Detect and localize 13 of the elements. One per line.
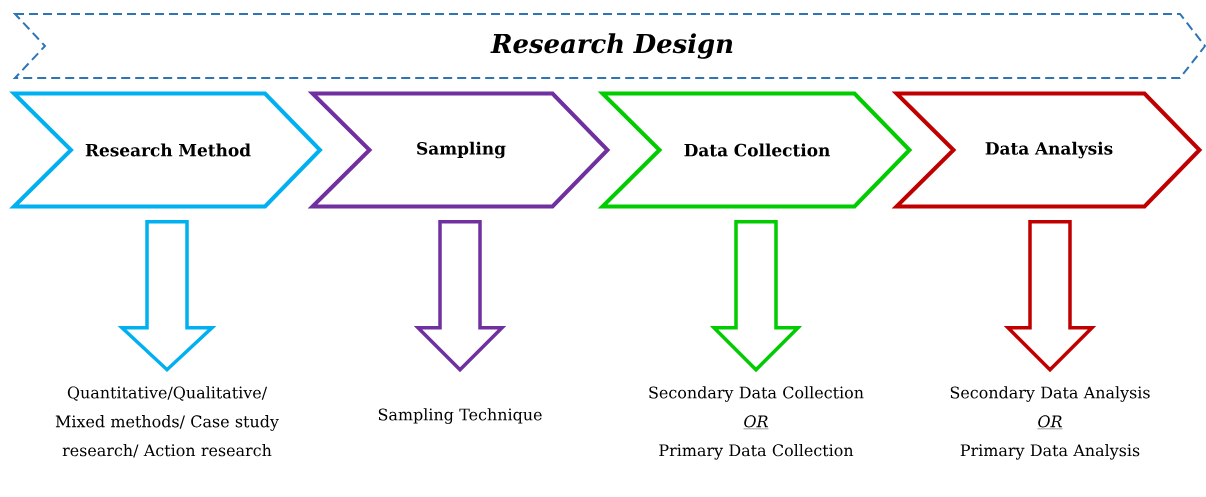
chevron-step: Research Method: [9, 91, 323, 209]
block-arrow: [709, 219, 803, 373]
caption-text: Sampling Technique: [378, 408, 542, 424]
caption-text: Quantitative/Qualitative/ Mixed methods/ Case study research/ Action research: [55, 386, 279, 458]
block-arrow: [1003, 219, 1097, 373]
chevron-step: Data Collection: [597, 91, 913, 209]
chevron-step: Sampling: [307, 91, 611, 209]
caption-text: Secondary Data Analysis OR Primary Data Analysis: [950, 386, 1150, 460]
block-arrow: [117, 219, 217, 373]
block-arrow: [413, 219, 507, 373]
chevron-step: Data Analysis: [891, 91, 1203, 209]
caption-text: Secondary Data Collection OR Primary Data Collection: [649, 386, 864, 460]
dashed-chevron-banner: Research Design: [12, 13, 1206, 79]
